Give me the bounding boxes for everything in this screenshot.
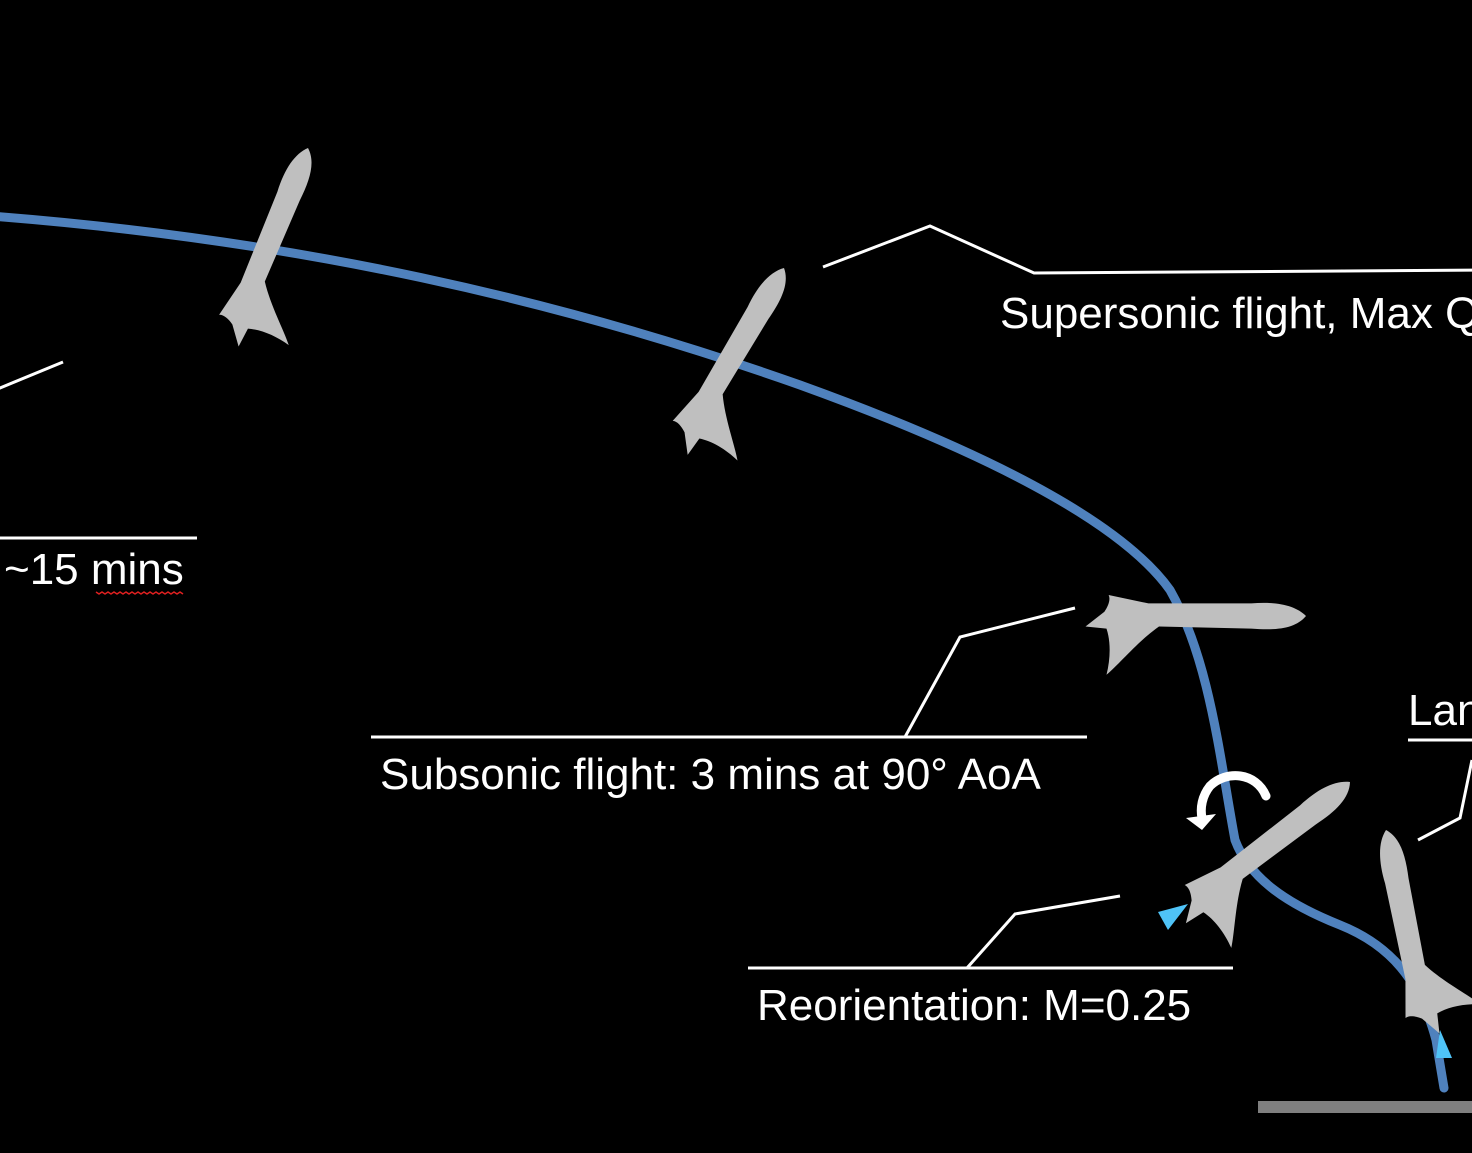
supersonic-leader-line: [822, 224, 1472, 275]
thrust-flame-icon-landing: [1436, 1030, 1452, 1058]
spellcheck-underline: [95, 591, 184, 595]
rocket-icon-landing: [1366, 818, 1472, 1040]
supersonic-label: Supersonic flight, Max Q: [1000, 289, 1472, 338]
reorientation-leader-line: [965, 894, 1121, 969]
landing-leader-line: [1417, 759, 1472, 842]
duration-leader-line: [0, 360, 64, 390]
reorientation-label: Reorientation: M=0.25: [757, 981, 1191, 1030]
subsonic-leader-line: [903, 606, 1076, 738]
landing-label: Landing: [1408, 686, 1472, 735]
rotation-arrow-icon: [1186, 771, 1271, 830]
subsonic-label: Subsonic flight: 3 mins at 90° AoA: [380, 750, 1042, 799]
thrust-flame-icon-reorienting: [1158, 904, 1188, 930]
ground-line: [1258, 1101, 1472, 1113]
duration-label: ~15 mins: [4, 545, 184, 594]
trajectory-path: [0, 212, 1449, 1093]
